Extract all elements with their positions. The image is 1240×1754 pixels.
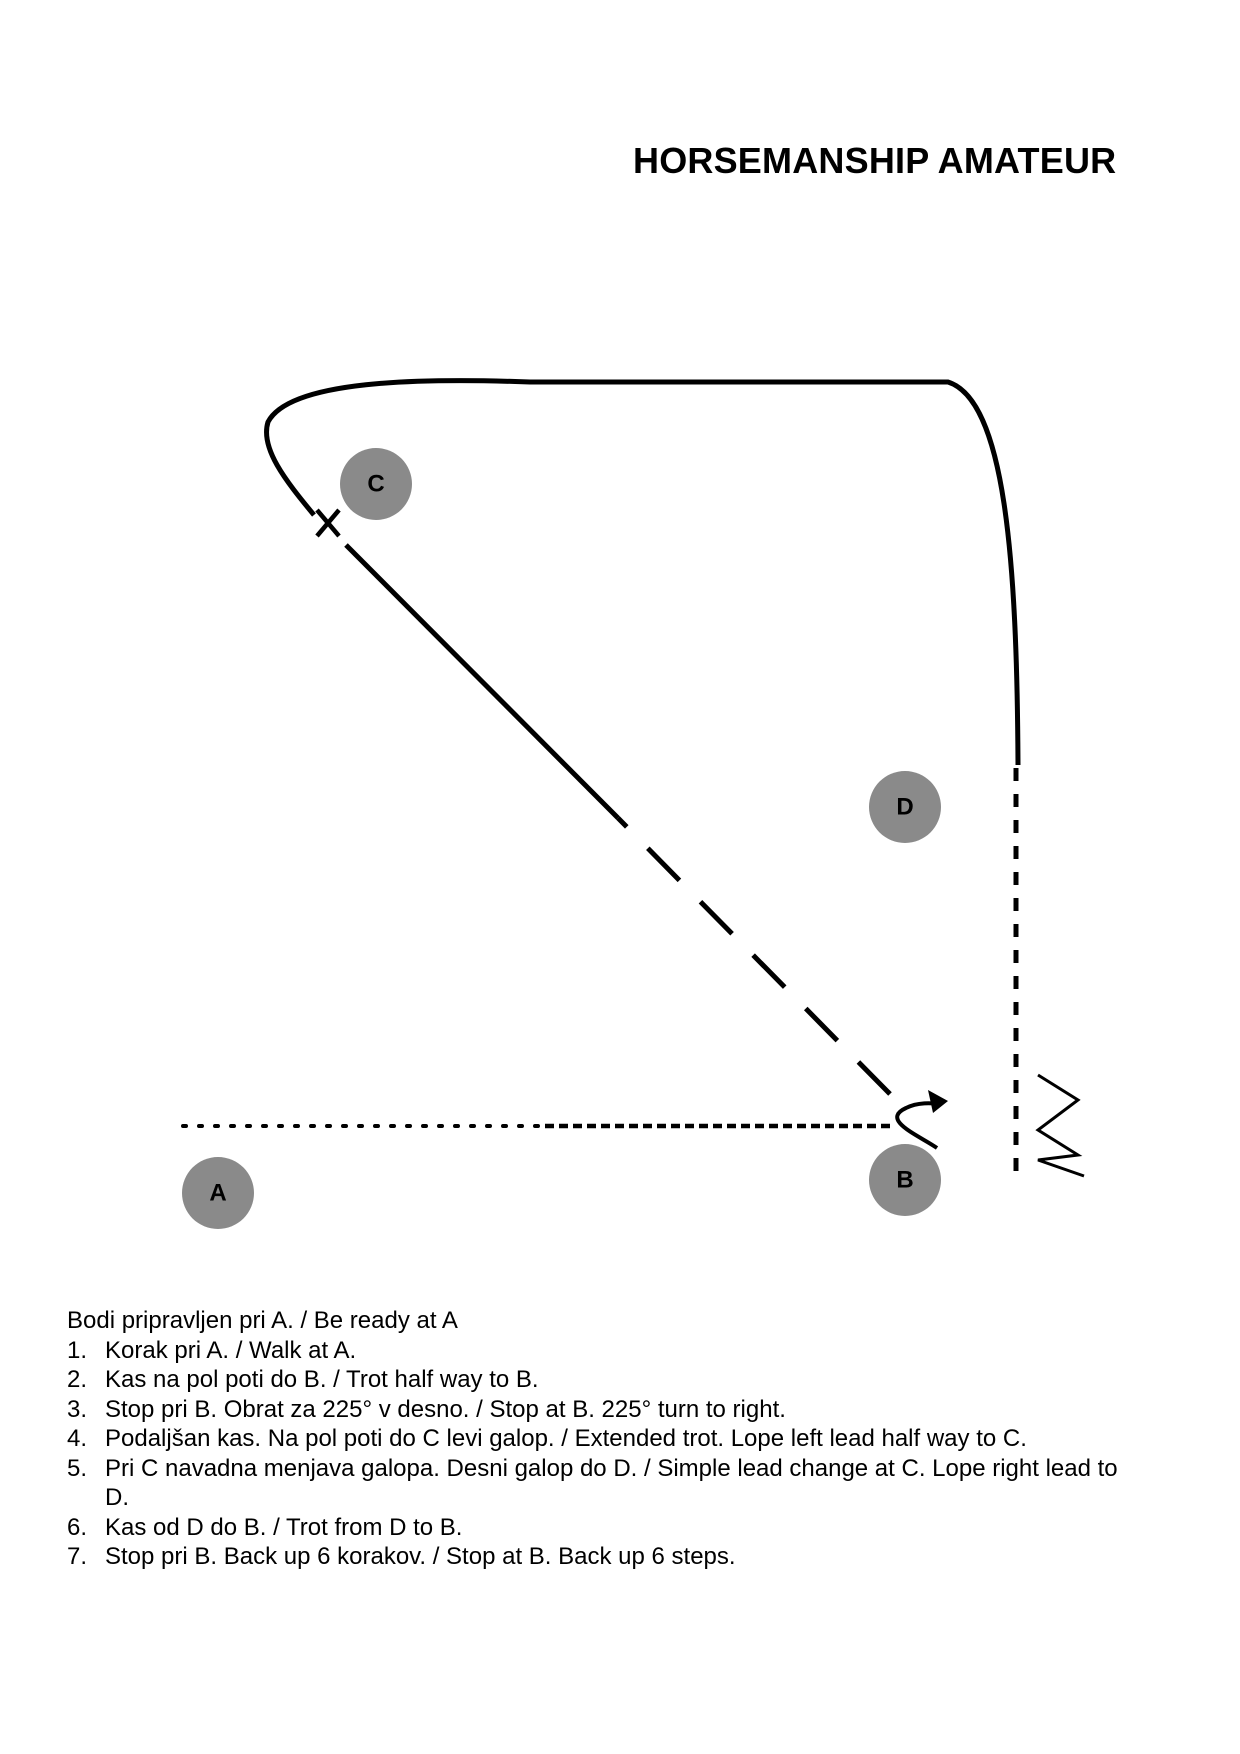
step-number: 5.	[67, 1454, 88, 1482]
pattern-diagram: C D A B	[181, 378, 1085, 1229]
step-text: Kas od D do B. / Trot from D to B.	[105, 1513, 463, 1541]
step-text: Kas na pol poti do B. / Trot half way to…	[105, 1366, 539, 1393]
step-number: 7.	[67, 1543, 88, 1570]
step-text: Podaljšan kas. Na pol poti do C levi gal…	[105, 1425, 1027, 1452]
step-number: 1.	[67, 1336, 88, 1364]
instructions-intro: Bodi pripravljen pri A. / Be ready at A	[67, 1307, 458, 1334]
pattern-instructions: Bodi pripravljen pri A. / Be ready at A …	[67, 1306, 1127, 1572]
marker-b: B	[869, 1144, 941, 1216]
lead-change-x-marker	[315, 508, 341, 538]
step-text: Stop pri B. Back up 6 korakov. / Stop at…	[105, 1543, 736, 1570]
instructions-steps: 1. Korak pri A. / Walk at A. 2. Kas na pol…	[67, 1336, 1127, 1572]
marker-c: C	[340, 448, 412, 520]
turn-arrowhead	[928, 1090, 948, 1113]
instruction-step: 5. Pri C navadna menjava galopa. Desni ga…	[67, 1454, 1127, 1513]
instruction-step: 3. Stop pri B. Obrat za 225° v desno. / S…	[67, 1395, 1127, 1425]
instruction-step: 7. Stop pri B. Back up 6 korakov. / Stop …	[67, 1542, 1127, 1572]
marker-a: A	[182, 1157, 254, 1229]
step-number: 3.	[67, 1395, 88, 1423]
extended-trot-path	[616, 816, 892, 1096]
instruction-step: 4. Podaljšan kas. Na pol poti do C levi g…	[67, 1424, 1127, 1454]
turn-225-arrow	[895, 1101, 939, 1150]
step-number: 4.	[67, 1425, 88, 1452]
svg-text:B: B	[896, 1166, 913, 1193]
instruction-step: 6. Kas od D do B. / Trot from D to B.	[67, 1513, 1127, 1543]
step-number: 2.	[67, 1366, 88, 1393]
pattern-title: HORSEMANSHIP AMATEUR	[633, 140, 1117, 181]
svg-text:C: C	[367, 470, 384, 497]
back-up-zigzag	[1035, 1073, 1085, 1178]
lope-right-lead-path	[264, 378, 1021, 766]
lope-left-lead-path	[344, 543, 620, 820]
svg-text:D: D	[896, 793, 913, 820]
marker-d: D	[869, 771, 941, 843]
step-text: Stop pri B. Obrat za 225° v desno. / Sto…	[105, 1395, 786, 1423]
instruction-step: 1. Korak pri A. / Walk at A.	[67, 1336, 1127, 1366]
step-text: Korak pri A. / Walk at A.	[105, 1336, 357, 1364]
instruction-step: 2. Kas na pol poti do B. / Trot half way …	[67, 1365, 1127, 1395]
svg-text:A: A	[209, 1179, 226, 1206]
step-number: 6.	[67, 1513, 88, 1541]
step-text: Pri C navadna menjava galopa. Desni galo…	[105, 1454, 1118, 1512]
